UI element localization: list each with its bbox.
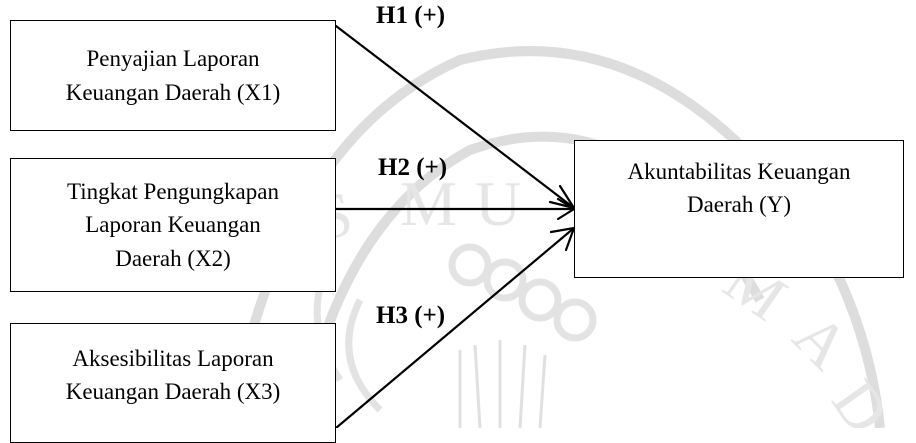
hypothesis-label-h1: H1 (+): [376, 2, 446, 29]
variable-box-x2: Tingkat Pengungkapan Laporan Keuangan Da…: [10, 158, 336, 292]
variable-box-y: Akuntabilitas Keuangan Daerah (Y): [574, 140, 904, 278]
box-x1-line1: Penyajian Laporan: [86, 46, 260, 72]
box-x2-line2: Laporan Keuangan: [85, 212, 261, 238]
hypothesis-label-h3: H3 (+): [376, 302, 446, 329]
box-x2-line1: Tingkat Pengungkapan: [67, 178, 279, 204]
box-x1-line2: Keuangan Daerah (X1): [65, 79, 281, 105]
svg-text:M: M: [400, 168, 457, 239]
box-x2-line3: Daerah (X2): [115, 245, 231, 271]
arrow-h3: [334, 226, 576, 428]
arrow-h1: [334, 24, 576, 210]
box-x3-line2: Keuangan Daerah (X3): [65, 379, 281, 404]
variable-box-x1: Penyajian Laporan Keuangan Daerah (X1): [10, 20, 336, 131]
box-y-line1: Akuntabilitas Keuangan: [627, 159, 851, 184]
box-y-line2: Daerah (Y): [686, 192, 792, 218]
svg-text:U: U: [475, 168, 521, 239]
box-x3-line1: Aksesibilitas Laporan: [72, 345, 274, 371]
hypothesis-label-h2: H2 (+): [378, 154, 448, 181]
variable-box-x3: Aksesibilitas Laporan Keuangan Daerah (X…: [10, 323, 336, 443]
